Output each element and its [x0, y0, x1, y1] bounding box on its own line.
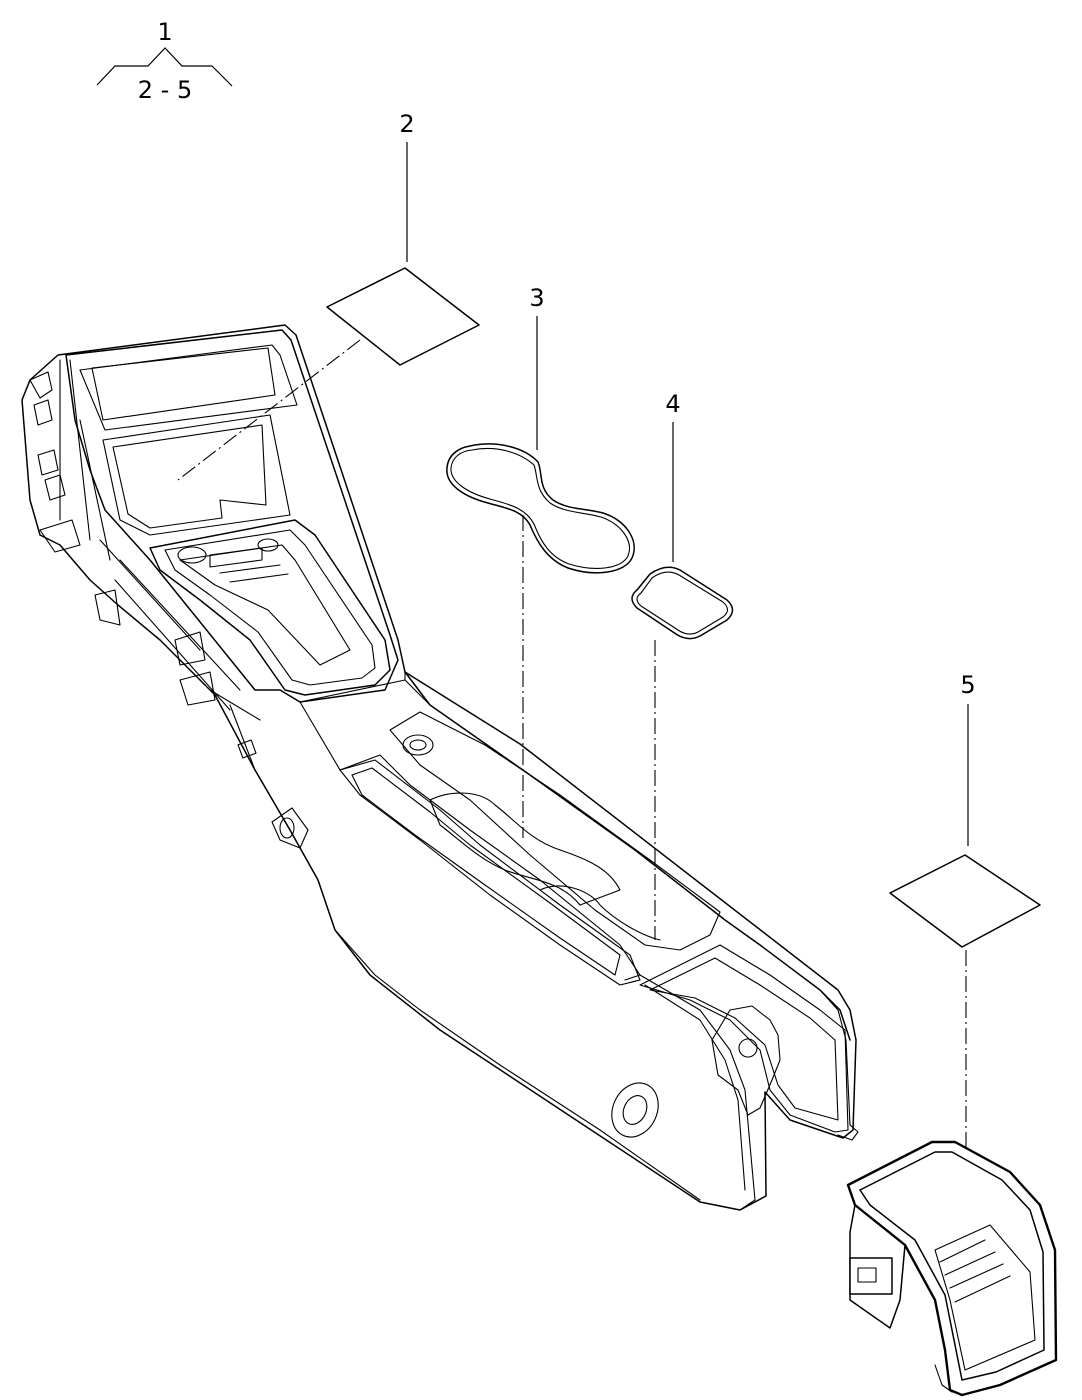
part-3-inner [450, 447, 630, 569]
gear-opening-outer [149, 519, 391, 696]
callout-2-label: 2 [399, 110, 414, 138]
rear-end-cap [639, 974, 756, 1211]
part-3-shape [446, 443, 635, 574]
cupholder-tray [389, 711, 721, 951]
tray-floor [934, 1224, 1036, 1371]
center-console [21, 324, 859, 1211]
left-storage-slot [339, 759, 641, 986]
tray-clip [849, 1257, 893, 1295]
part-4-mat[interactable]: 4 [631, 390, 734, 940]
callout-range-label: 2 - 5 [138, 76, 192, 104]
cupholder-recess-2 [539, 885, 661, 941]
callout-5-label: 5 [960, 671, 975, 699]
console-outer-body [21, 324, 857, 1211]
rear-bracket-hole [738, 1038, 758, 1058]
group-bracket [96, 47, 233, 87]
side-vent-hole [279, 817, 295, 839]
gear-button-left [177, 546, 207, 564]
console-top-edge-left [339, 754, 641, 981]
part-4-inner [636, 571, 729, 635]
rear-storage-tray [846, 1140, 1058, 1397]
tray-side-body [849, 1204, 906, 1329]
mid-pocket [102, 414, 291, 536]
part-2-mat[interactable]: 2 [177, 110, 480, 481]
rear-cavity-inner [649, 957, 839, 1121]
part-5-mat[interactable]: 5 [889, 671, 1041, 1180]
callout-4-label: 4 [665, 390, 680, 418]
tray-lower-foot [934, 1364, 953, 1393]
rear-end-cap-inner [644, 984, 746, 1191]
part-4-shape [631, 566, 734, 640]
callout-1-label: 1 [157, 18, 172, 46]
part-2-assembly-line [177, 339, 361, 481]
side-panel-lower [229, 704, 701, 1201]
gear-opening-floor [179, 544, 351, 666]
tray-clip-slot [857, 1267, 877, 1283]
callout-3-label: 3 [529, 284, 544, 312]
rear-side-boss [611, 1082, 659, 1138]
rear-bracket [711, 1005, 781, 1116]
gear-opening-inner [164, 529, 376, 686]
cupholder-recess-1 [429, 792, 621, 906]
side-vent-slot [271, 807, 309, 849]
part-2-shape [326, 267, 480, 366]
console-top-surface [404, 671, 851, 1041]
left-storage-slot-inner [351, 767, 621, 976]
side-panel-upper [299, 671, 431, 771]
rear-right-flange [819, 989, 859, 1141]
gear-slot-details [209, 547, 289, 583]
cupholder-hole-inner [409, 739, 427, 751]
mid-pocket-inner [112, 424, 267, 529]
group-callout: 1 2 - 5 [96, 18, 233, 104]
left-side-clips [29, 371, 216, 706]
upper-pocket [91, 347, 276, 421]
tray-floor-ribs [939, 1239, 1011, 1303]
part-5-shape [889, 854, 1041, 948]
part-3-mat[interactable]: 3 [446, 284, 635, 838]
gear-button-right [257, 538, 279, 552]
tray-outer-rim [846, 1140, 1058, 1397]
tray-inner-rim [859, 1151, 1045, 1381]
console-front-frame-inner [79, 344, 298, 431]
side-small-clip [237, 739, 257, 759]
cupholder-hole [402, 734, 434, 756]
rear-cavity [639, 944, 849, 1133]
rear-side-boss-inner [622, 1095, 648, 1125]
left-side-frame-ribs [59, 359, 261, 721]
